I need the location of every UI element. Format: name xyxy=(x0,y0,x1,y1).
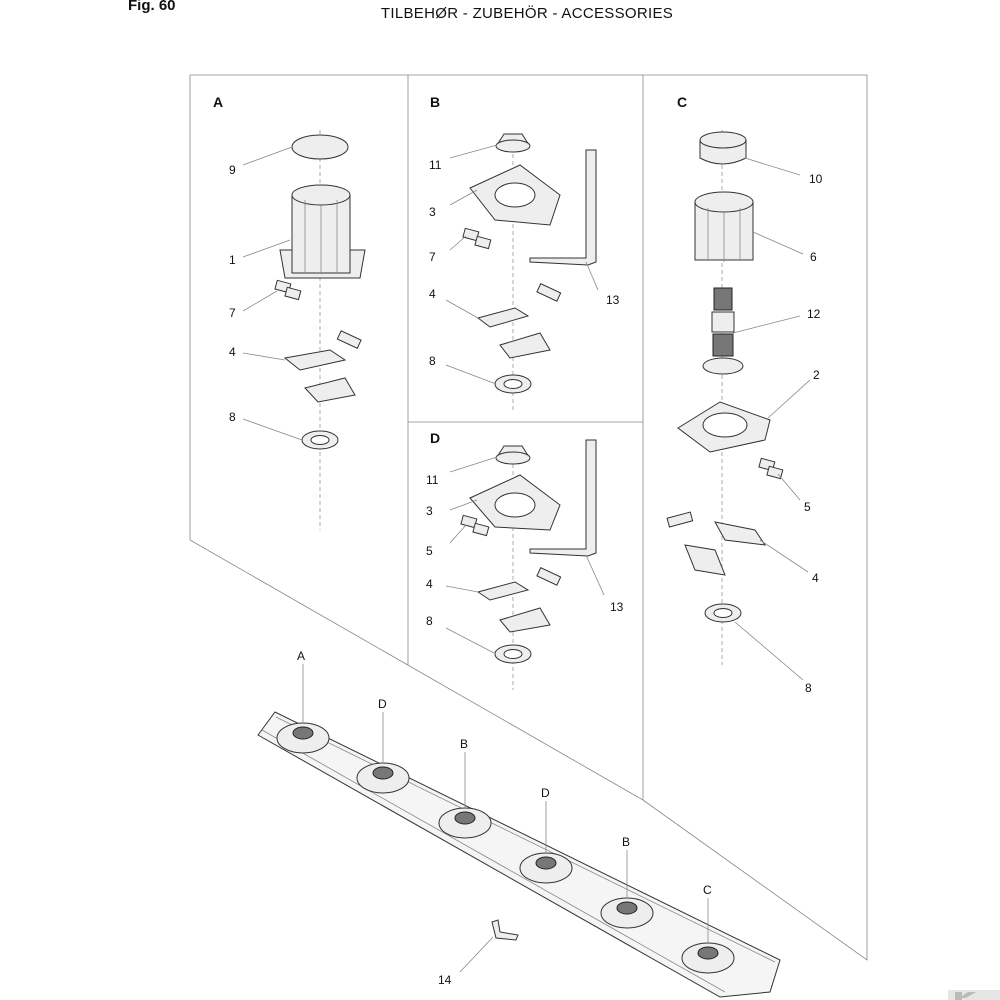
section-c-label: C xyxy=(677,94,687,110)
disc-3 xyxy=(469,164,561,226)
part-label-8c: 8 xyxy=(805,681,812,695)
part-label-7b: 7 xyxy=(429,250,436,264)
panel-a: 9 1 7 4 8 xyxy=(229,130,366,530)
part-label-5d: 5 xyxy=(426,544,433,558)
panel-b: 11 3 7 13 4 8 xyxy=(429,133,620,410)
part-label-3d: 3 xyxy=(426,504,433,518)
panel-d: 11 3 5 13 4 8 xyxy=(426,439,624,690)
part-label-3b: 3 xyxy=(429,205,436,219)
disc-station-a xyxy=(276,722,330,754)
knife-pair-7b xyxy=(462,227,492,250)
bar-label-d2: D xyxy=(541,786,550,800)
part-label-4b: 4 xyxy=(429,287,436,301)
part-label-12c: 12 xyxy=(807,307,821,321)
part-label-11b: 11 xyxy=(429,158,442,172)
k-logo-icon xyxy=(948,990,1000,1000)
panel-c: 10 6 12 2 5 4 8 xyxy=(666,130,823,695)
disc-station-b1 xyxy=(438,807,492,839)
part-label-4d: 4 xyxy=(426,577,433,591)
bar-label-b1: B xyxy=(460,737,468,751)
knife-holder-4d xyxy=(476,567,562,633)
ring-8d xyxy=(494,644,532,664)
section-d-label: D xyxy=(430,430,440,446)
part-label-7: 7 xyxy=(229,306,236,320)
disc-station-c xyxy=(681,942,735,974)
bar-label-d1: D xyxy=(378,697,387,711)
part-label-8d: 8 xyxy=(426,614,433,628)
cover-plate-9 xyxy=(291,134,349,160)
part-label-14: 14 xyxy=(438,973,452,987)
panel-frame xyxy=(189,74,868,961)
knife-pair-7 xyxy=(274,279,302,301)
cone-cap-11 xyxy=(495,133,531,153)
part-label-13d: 13 xyxy=(610,600,624,614)
knife-pair-5d xyxy=(460,514,490,537)
cutter-bar: A D B D B C xyxy=(257,649,781,998)
section-b-label: B xyxy=(430,94,440,110)
disc-station-d1 xyxy=(356,762,410,794)
disc-station-b2 xyxy=(600,897,654,929)
part-label-9: 9 xyxy=(229,163,236,177)
ring-8b xyxy=(494,374,532,394)
part-label-4c: 4 xyxy=(812,571,819,585)
bar-label-c: C xyxy=(703,883,712,897)
bar-label-b2: B xyxy=(622,835,630,849)
lifter-13 xyxy=(529,149,597,266)
cone-cap-11d xyxy=(495,445,531,465)
housing-1 xyxy=(279,184,366,279)
clip-14: 14 xyxy=(438,919,519,987)
knife-holder-4c xyxy=(666,511,767,576)
part-label-8: 8 xyxy=(229,410,236,424)
part-label-8b: 8 xyxy=(429,354,436,368)
part-label-11d: 11 xyxy=(426,473,439,487)
part-label-2c: 2 xyxy=(813,368,820,382)
section-a-label: A xyxy=(213,94,223,110)
part-label-1: 1 xyxy=(229,253,236,267)
lifter-13d xyxy=(529,439,597,557)
disc-station-d2 xyxy=(519,852,573,884)
part-label-4: 4 xyxy=(229,345,236,359)
cap-ring-10 xyxy=(699,131,747,165)
ring-8c xyxy=(704,603,742,623)
disc-2 xyxy=(677,401,771,453)
drive-shaft-12 xyxy=(702,287,744,375)
bar-label-a: A xyxy=(297,649,305,663)
housing-6 xyxy=(694,191,754,262)
part-label-6c: 6 xyxy=(810,250,817,264)
figure-number: Fig. 60 xyxy=(128,0,176,14)
part-label-10c: 10 xyxy=(809,172,823,186)
part-label-5c: 5 xyxy=(804,500,811,514)
knife-holder-4b xyxy=(476,283,562,359)
page-title: TILBEHØR - ZUBEHÖR - ACCESSORIES xyxy=(380,5,674,22)
ring-8 xyxy=(301,430,339,450)
part-label-13b: 13 xyxy=(606,293,620,307)
disc-3d xyxy=(469,474,561,531)
knife-holder-4 xyxy=(283,330,362,403)
